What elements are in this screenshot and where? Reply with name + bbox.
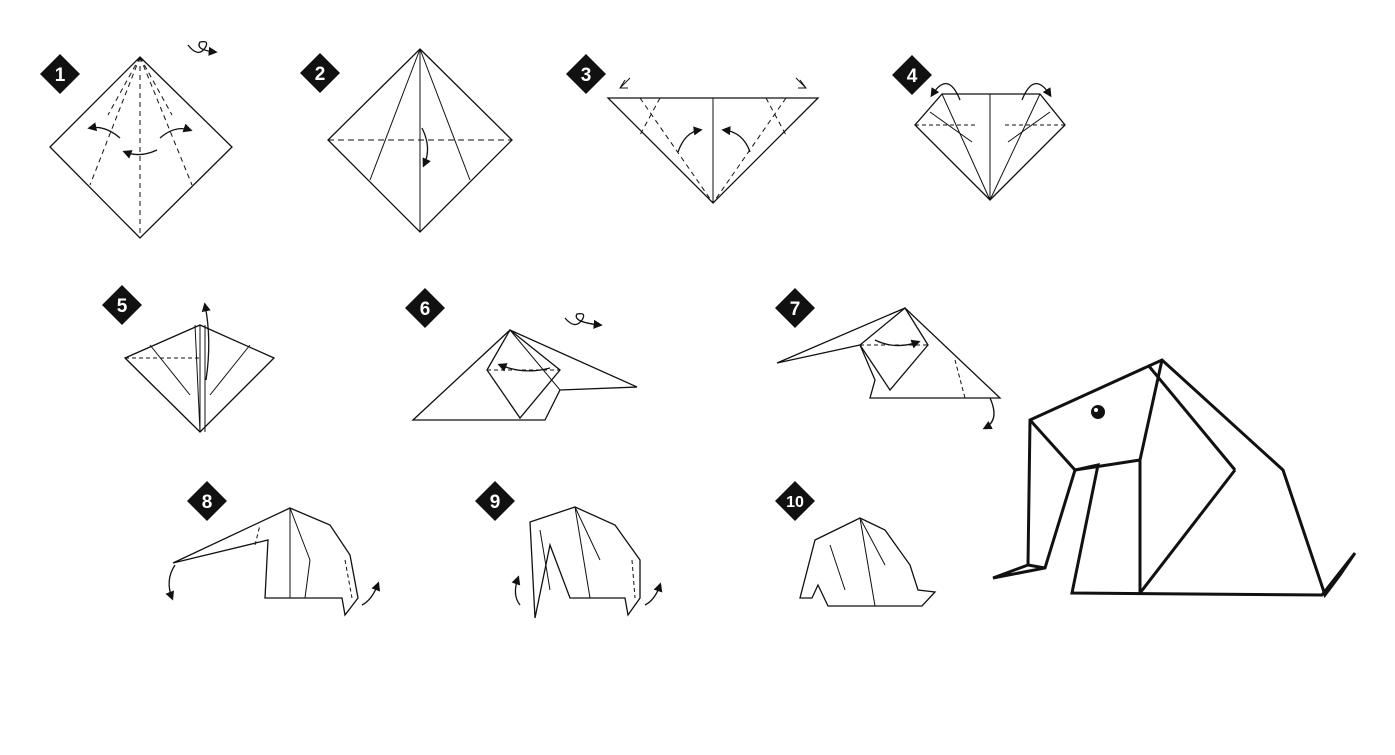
step-9-number: 9: [490, 492, 501, 513]
step-3-badge: 3: [566, 54, 606, 94]
step-3: 3: [566, 54, 820, 204]
step-7-badge: 7: [775, 288, 815, 328]
step-8-badge: 8: [187, 481, 227, 521]
elephant-eye: [1091, 405, 1105, 419]
step-6: 6: [405, 288, 638, 421]
step-10-badge: 10: [775, 481, 815, 521]
flip-over-icon-2: [564, 312, 603, 329]
step-8: 8: [165, 481, 381, 617]
step-5-diagram: [123, 302, 276, 433]
step-3-number: 3: [581, 65, 592, 86]
step-8-number: 8: [202, 492, 213, 513]
step-5: 5: [102, 285, 276, 433]
step-2: 2: [300, 48, 513, 233]
step-5-badge: 5: [102, 285, 142, 325]
step-6-number: 6: [420, 299, 431, 320]
step-7-number: 7: [790, 299, 801, 320]
push-arrow-right-icon: [795, 77, 807, 89]
step-1-badge: 1: [40, 54, 80, 94]
step-9-diagram: [511, 506, 663, 619]
push-arrow-left-icon: [619, 77, 631, 89]
step-8-diagram: [165, 507, 381, 617]
step-4-diagram: [914, 83, 1066, 201]
step-6-badge: 6: [405, 288, 445, 328]
step-3-diagram: [606, 77, 820, 204]
step-4-badge: 4: [892, 55, 932, 95]
step-1-number: 1: [55, 65, 66, 86]
step-2-badge: 2: [300, 53, 340, 93]
step-2-diagram: [327, 48, 513, 233]
step-4-number: 4: [907, 66, 918, 87]
step-10-diagram: [799, 517, 937, 607]
step-2-number: 2: [315, 64, 326, 85]
step-1-diagram: [49, 40, 233, 239]
flip-over-icon: [187, 40, 218, 56]
step-9: 9: [475, 481, 663, 619]
step-10: 10: [775, 481, 937, 607]
step-6-diagram: [411, 312, 638, 421]
step-5-number: 5: [117, 296, 128, 317]
step-1: 1: [40, 40, 233, 239]
step-7-diagram: [776, 307, 1002, 430]
step-4: 4: [892, 55, 1066, 201]
step-7: 7: [775, 288, 1002, 430]
step-9-badge: 9: [475, 481, 515, 521]
step-10-number: 10: [786, 494, 804, 511]
final-elephant: [992, 358, 1357, 599]
